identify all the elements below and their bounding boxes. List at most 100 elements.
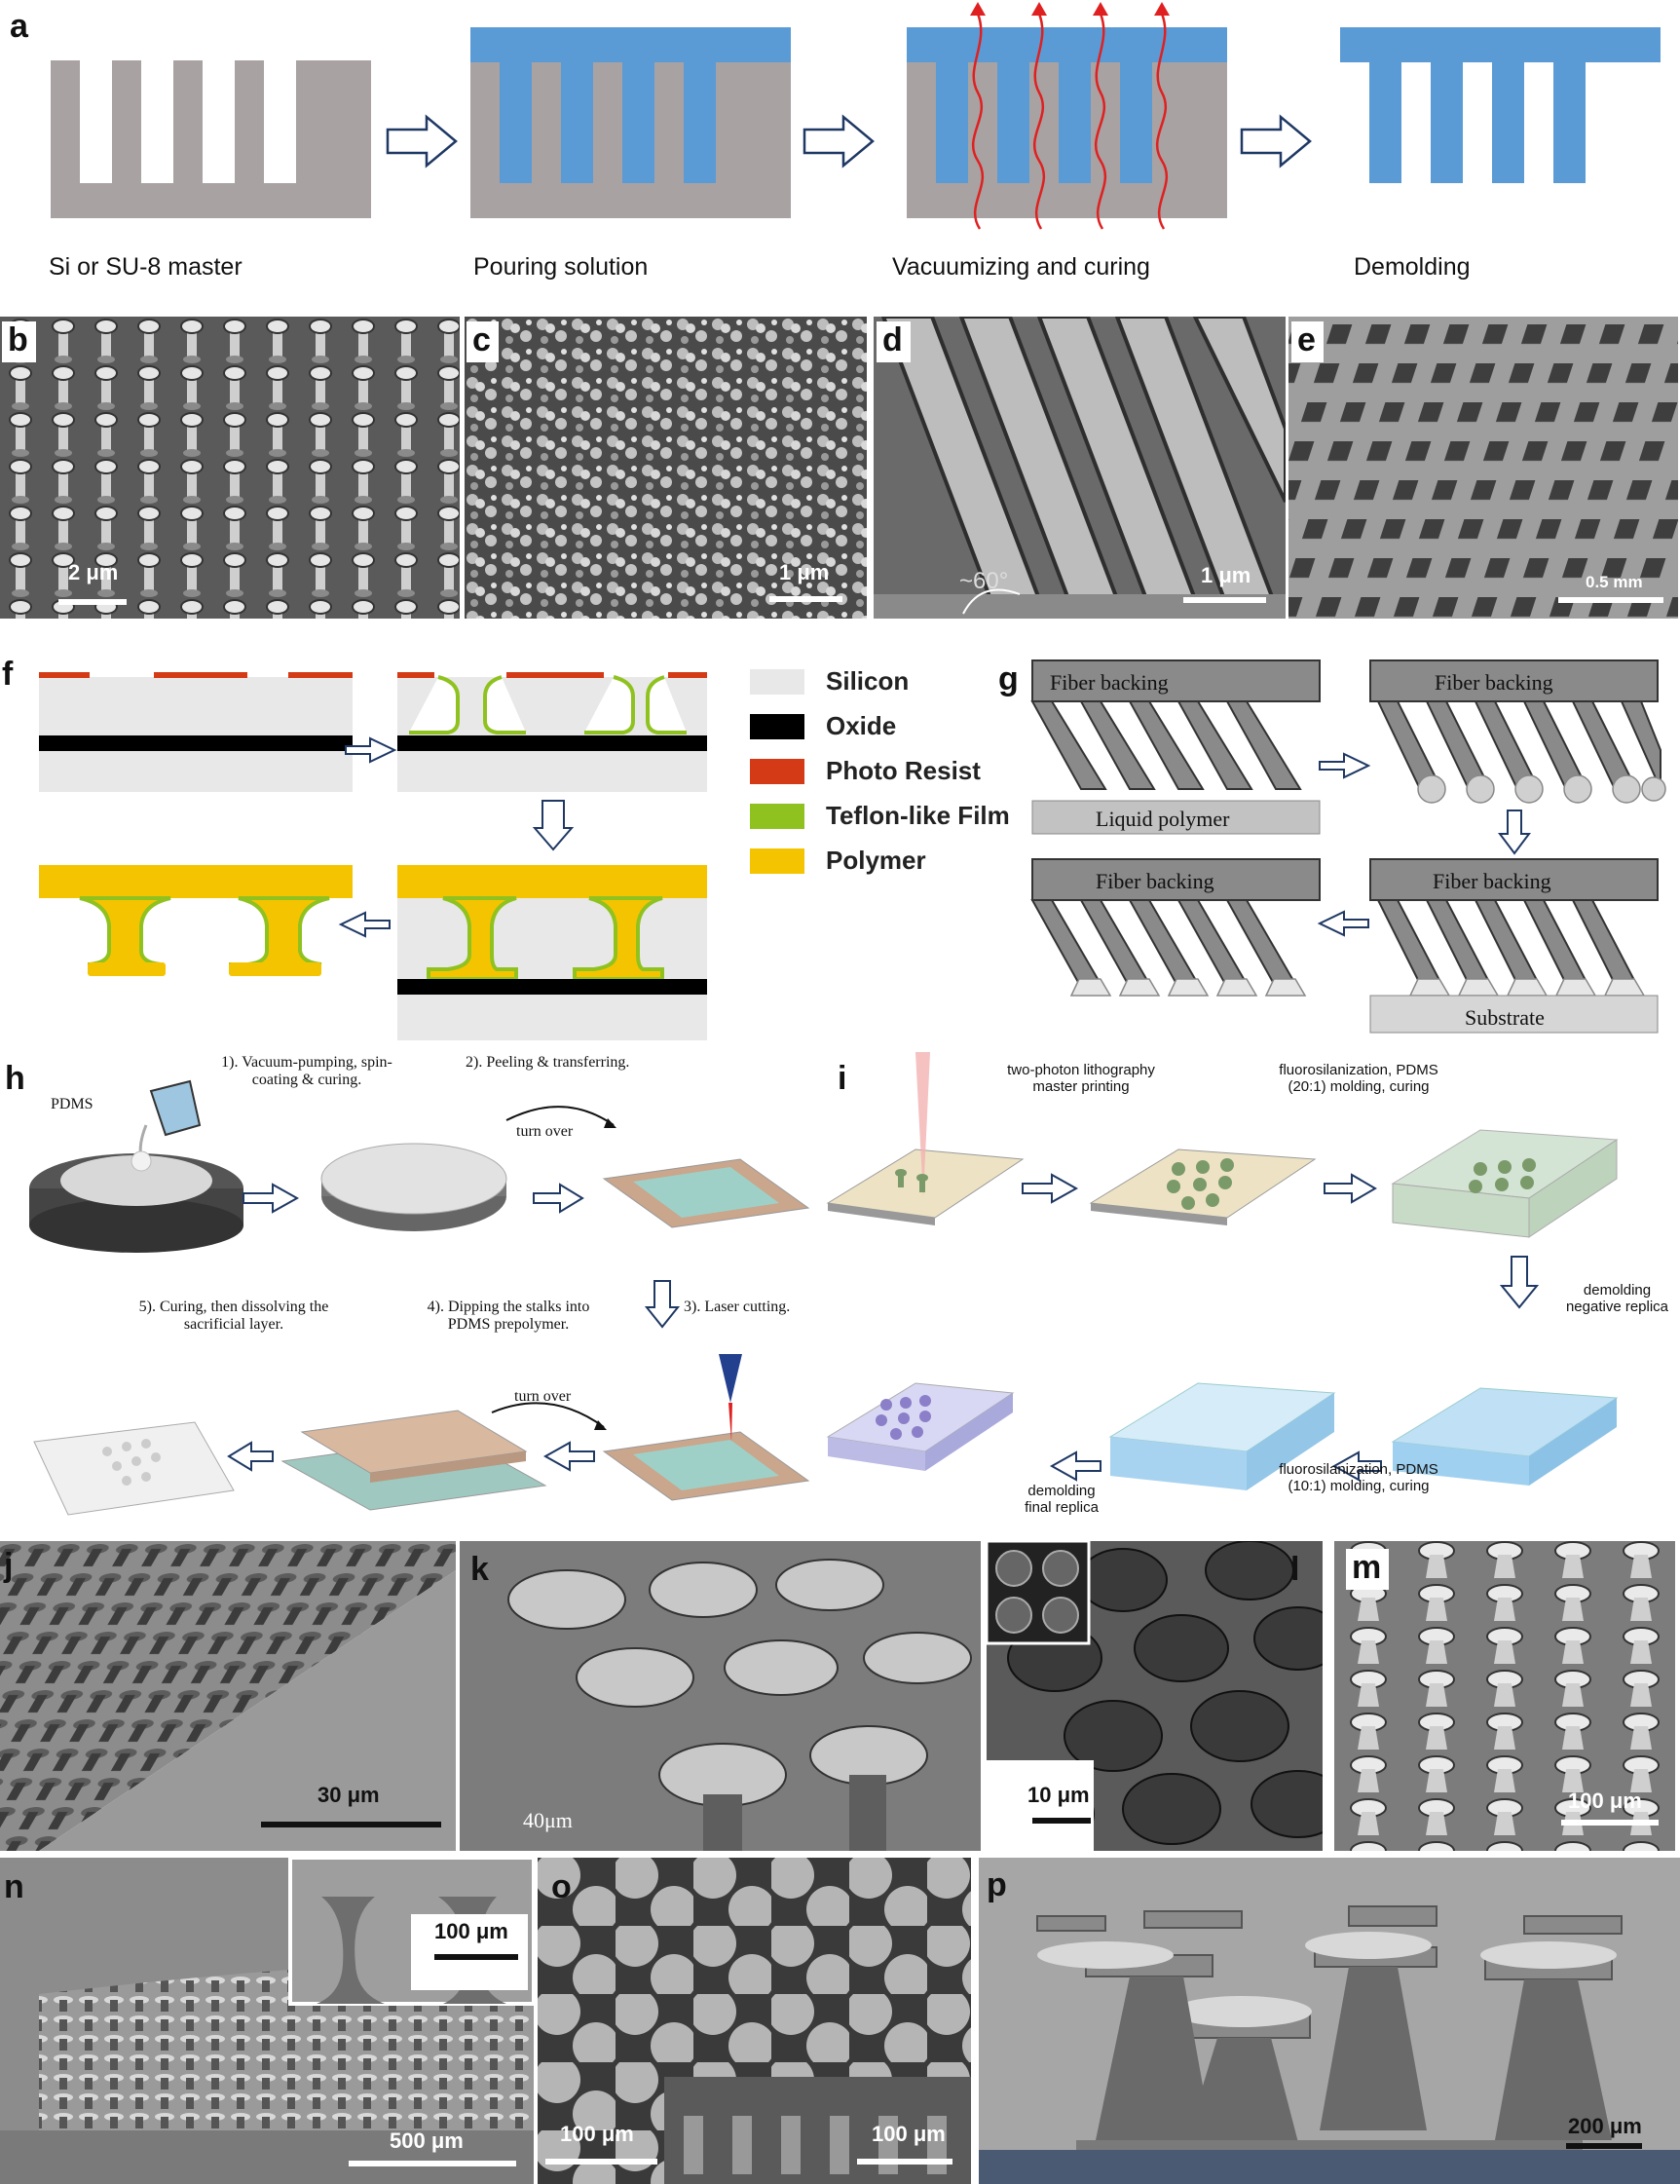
panel-label-a: a (10, 8, 28, 45)
angle-label: ~60° (959, 568, 1009, 594)
fiber-backing-label: Fiber backing (1050, 670, 1169, 695)
scale-bar-label: 200 μm (1568, 2114, 1642, 2138)
scale-bar-label: 500 μm (390, 2128, 464, 2153)
liquid-polymer-label: Liquid polymer (1096, 807, 1230, 831)
panel-label-m: m (1346, 1549, 1390, 1590)
scale-bar (434, 1954, 518, 1960)
legend-item-photo-resist: Photo Resist (750, 756, 981, 786)
scale-bar-label: 0.5 mm (1586, 573, 1643, 591)
sem-image-o (538, 1858, 971, 2184)
arrow-icon (386, 114, 458, 169)
legend-label: Teflon-like Film (826, 801, 1010, 830)
scale-bar (545, 2159, 657, 2165)
panel-a-diagram (51, 2, 1661, 230)
scale-bar-label: 30 μm (317, 1783, 380, 1807)
scale-bar-label: 2 μm (68, 560, 119, 584)
scale-bar-label: 40μm (523, 1808, 573, 1832)
scale-bar-label: 1 μm (779, 560, 830, 584)
sem-image-c (465, 317, 867, 619)
legend-item-polymer: Polymer (750, 846, 926, 876)
panel-label-o: o (551, 1868, 572, 1905)
legend-swatch (750, 847, 804, 874)
panel-f-diagram (39, 672, 707, 1040)
step-caption: Si or SU-8 master (49, 253, 243, 281)
demolded-structure (1340, 27, 1661, 183)
scale-bar-label: 100 μm (434, 1919, 508, 1943)
vacuum-curing-mold (907, 2, 1227, 230)
step-caption: fluorosilanization, PDMS (20:1) molding,… (1279, 1062, 1438, 1095)
scale-bar-label: 100 μm (1568, 1789, 1642, 1813)
legend-swatch (750, 803, 804, 829)
scale-bar (769, 596, 842, 602)
panel-label-g: g (998, 660, 1019, 697)
legend-label: Oxide (826, 711, 897, 740)
scale-bar (1558, 597, 1663, 603)
step-caption: demolding final replica (1025, 1483, 1099, 1516)
step-caption: 3). Laser cutting. (684, 1299, 791, 1315)
panel-label-b: b (2, 321, 36, 362)
legend-swatch (750, 758, 804, 784)
scale-bar (58, 599, 127, 605)
turn-over-label: turn over (514, 1388, 572, 1405)
step-caption: fluorosilanization, PDMS (10:1) molding,… (1279, 1461, 1438, 1494)
scale-bar (1032, 1818, 1091, 1824)
sem-image-k (460, 1541, 981, 1851)
sem-image-b (0, 317, 460, 619)
scale-bar (1566, 2143, 1642, 2149)
step-caption: Vacuumizing and curing (892, 253, 1150, 281)
sem-image-m (1334, 1541, 1675, 1851)
scale-bar (857, 2159, 952, 2165)
legend-label: Photo Resist (826, 756, 981, 785)
scale-bar-label: 100 μm (560, 2122, 634, 2146)
scale-bar (349, 2161, 516, 2166)
fiber-backing-label: Fiber backing (1096, 869, 1214, 893)
step-caption: Demolding (1354, 253, 1471, 281)
panel-label-k: k (470, 1551, 489, 1588)
step-caption: 1). Vacuum-pumping, spin-coating & curin… (221, 1054, 392, 1088)
arrow-icon (803, 114, 875, 169)
step-caption: two-photon lithography master printing (1007, 1062, 1155, 1095)
legend-item-oxide: Oxide (750, 711, 896, 741)
panel-h-diagram (29, 1079, 810, 1516)
si-master-mold (51, 60, 371, 218)
panel-g-diagram (1030, 659, 1666, 1034)
scale-bar (1561, 1820, 1659, 1826)
step-caption: 5). Curing, then dissolving the sacrific… (138, 1299, 329, 1333)
sem-image-l (987, 1541, 1323, 1851)
fiber-backing-label: Fiber backing (1433, 869, 1551, 893)
pdms-label: PDMS (51, 1096, 93, 1112)
panel-label-p: p (987, 1866, 1007, 1903)
scale-bar-label: 1 μm (1201, 563, 1251, 587)
sem-image-n (0, 1858, 534, 2184)
legend-swatch (750, 668, 804, 695)
turn-over-label: turn over (516, 1123, 574, 1140)
panel-label-f: f (2, 656, 14, 693)
step-caption: Pouring solution (473, 253, 649, 281)
legend-label: Silicon (826, 666, 910, 696)
panel-label-n: n (4, 1868, 24, 1905)
legend-swatch (750, 713, 804, 739)
substrate-label: Substrate (1465, 1005, 1545, 1030)
sem-image-d (874, 317, 1286, 619)
panel-label-h: h (5, 1060, 25, 1097)
scale-bar (261, 1822, 441, 1827)
sem-image-e (1288, 317, 1678, 619)
panel-label-i: i (838, 1060, 847, 1097)
pouring-solution-mold (470, 27, 791, 218)
legend-item-teflon-film: Teflon-like Film (750, 801, 1010, 831)
panel-label-e: e (1291, 321, 1324, 362)
scale-bar-label: 10 μm (1027, 1783, 1090, 1807)
step-caption: demolding negative replica (1565, 1282, 1669, 1315)
panel-label-d: d (877, 321, 911, 362)
sem-image-j (0, 1541, 456, 1851)
arrow-icon (1240, 114, 1312, 169)
fiber-backing-label: Fiber backing (1435, 670, 1553, 695)
panel-label-c: c (467, 321, 499, 362)
step-caption: 4). Dipping the stalks into PDMS prepoly… (427, 1299, 590, 1333)
panel-i-diagram (826, 1052, 1619, 1490)
scale-bar (1183, 597, 1266, 603)
legend-item-silicon: Silicon (750, 666, 909, 697)
sem-image-p (979, 1858, 1680, 2184)
panel-label-l: l (1290, 1551, 1300, 1588)
step-caption: 2). Peeling & transferring. (466, 1054, 630, 1071)
